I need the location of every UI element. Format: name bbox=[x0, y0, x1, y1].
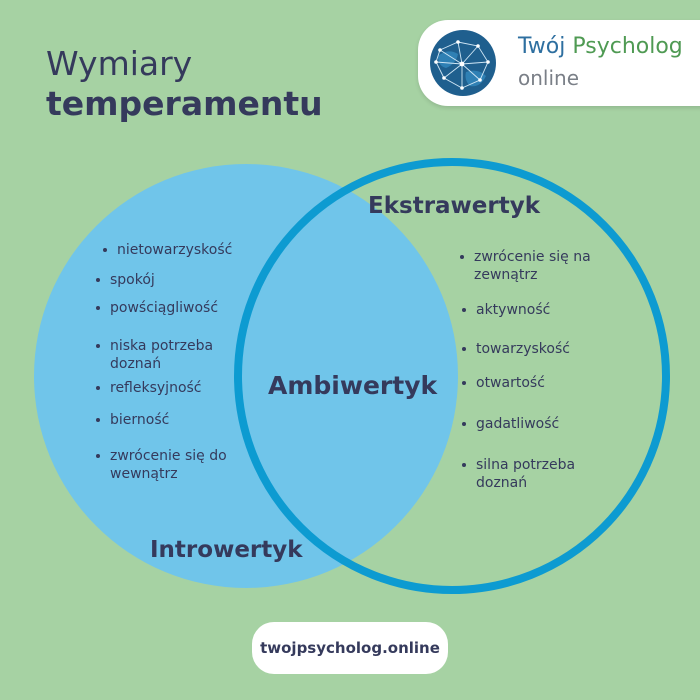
intro-item: nietowarzyskość bbox=[102, 242, 233, 258]
ekstrawertyk-circle bbox=[234, 158, 670, 594]
logo-brand-part1: Twój bbox=[518, 34, 566, 59]
intro-item: zwrócenie się do wewnątrz bbox=[96, 447, 250, 483]
page-title: Wymiary temperamentu bbox=[46, 44, 323, 124]
website-url[interactable]: twojpsycholog.online bbox=[252, 622, 448, 674]
extra-item: gadatliwość bbox=[461, 416, 560, 432]
extra-item: otwartość bbox=[462, 375, 545, 391]
title-line2: temperamentu bbox=[46, 84, 323, 123]
intro-item: powściągliwość bbox=[95, 300, 219, 316]
introwertyk-circle bbox=[34, 164, 458, 588]
extra-item: aktywność bbox=[461, 302, 551, 318]
logo-sub: online bbox=[518, 66, 580, 90]
title-line1: Wymiary bbox=[46, 44, 193, 83]
extra-item: silna potrzeba doznań bbox=[462, 456, 616, 492]
extra-item: zwrócenie się na zewnątrz bbox=[460, 248, 614, 284]
logo-brand-part2: Psycholog bbox=[572, 34, 683, 59]
intro-item: bierność bbox=[95, 412, 170, 428]
label-ekstrawertyk: Ekstrawertyk bbox=[368, 193, 541, 219]
intro-item: niska potrzeba doznań bbox=[96, 337, 250, 373]
label-ambiwertyk: Ambiwertyk bbox=[268, 371, 438, 400]
globe-network-icon bbox=[430, 30, 496, 96]
logo-card: Twój Psycholog online bbox=[418, 20, 700, 106]
extra-item: towarzyskość bbox=[462, 341, 570, 357]
intro-item: refleksyjność bbox=[96, 380, 202, 396]
logo-brand: Twój Psycholog bbox=[518, 34, 683, 59]
label-introwertyk: Introwertyk bbox=[150, 537, 303, 563]
intro-item: spokój bbox=[96, 272, 155, 288]
